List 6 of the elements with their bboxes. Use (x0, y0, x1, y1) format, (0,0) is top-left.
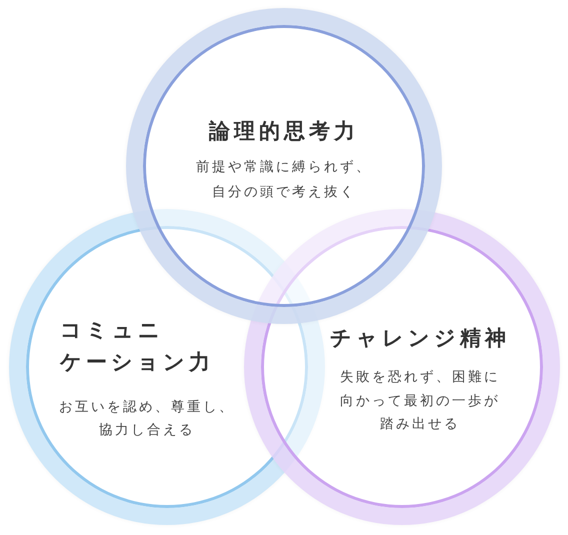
heading: チャレンジ精神 (329, 324, 511, 352)
description: 前提や常識に縛られず、自分の頭で考え抜く (196, 158, 372, 202)
description: 失敗を恐れず、困難に向かって最初の一歩が踏み出せる (340, 368, 500, 434)
heading: コミュニケーション力 (60, 316, 215, 376)
description: お互いを認め、尊重し、協力し合える (59, 398, 235, 440)
heading: 論理的思考力 (208, 117, 360, 145)
